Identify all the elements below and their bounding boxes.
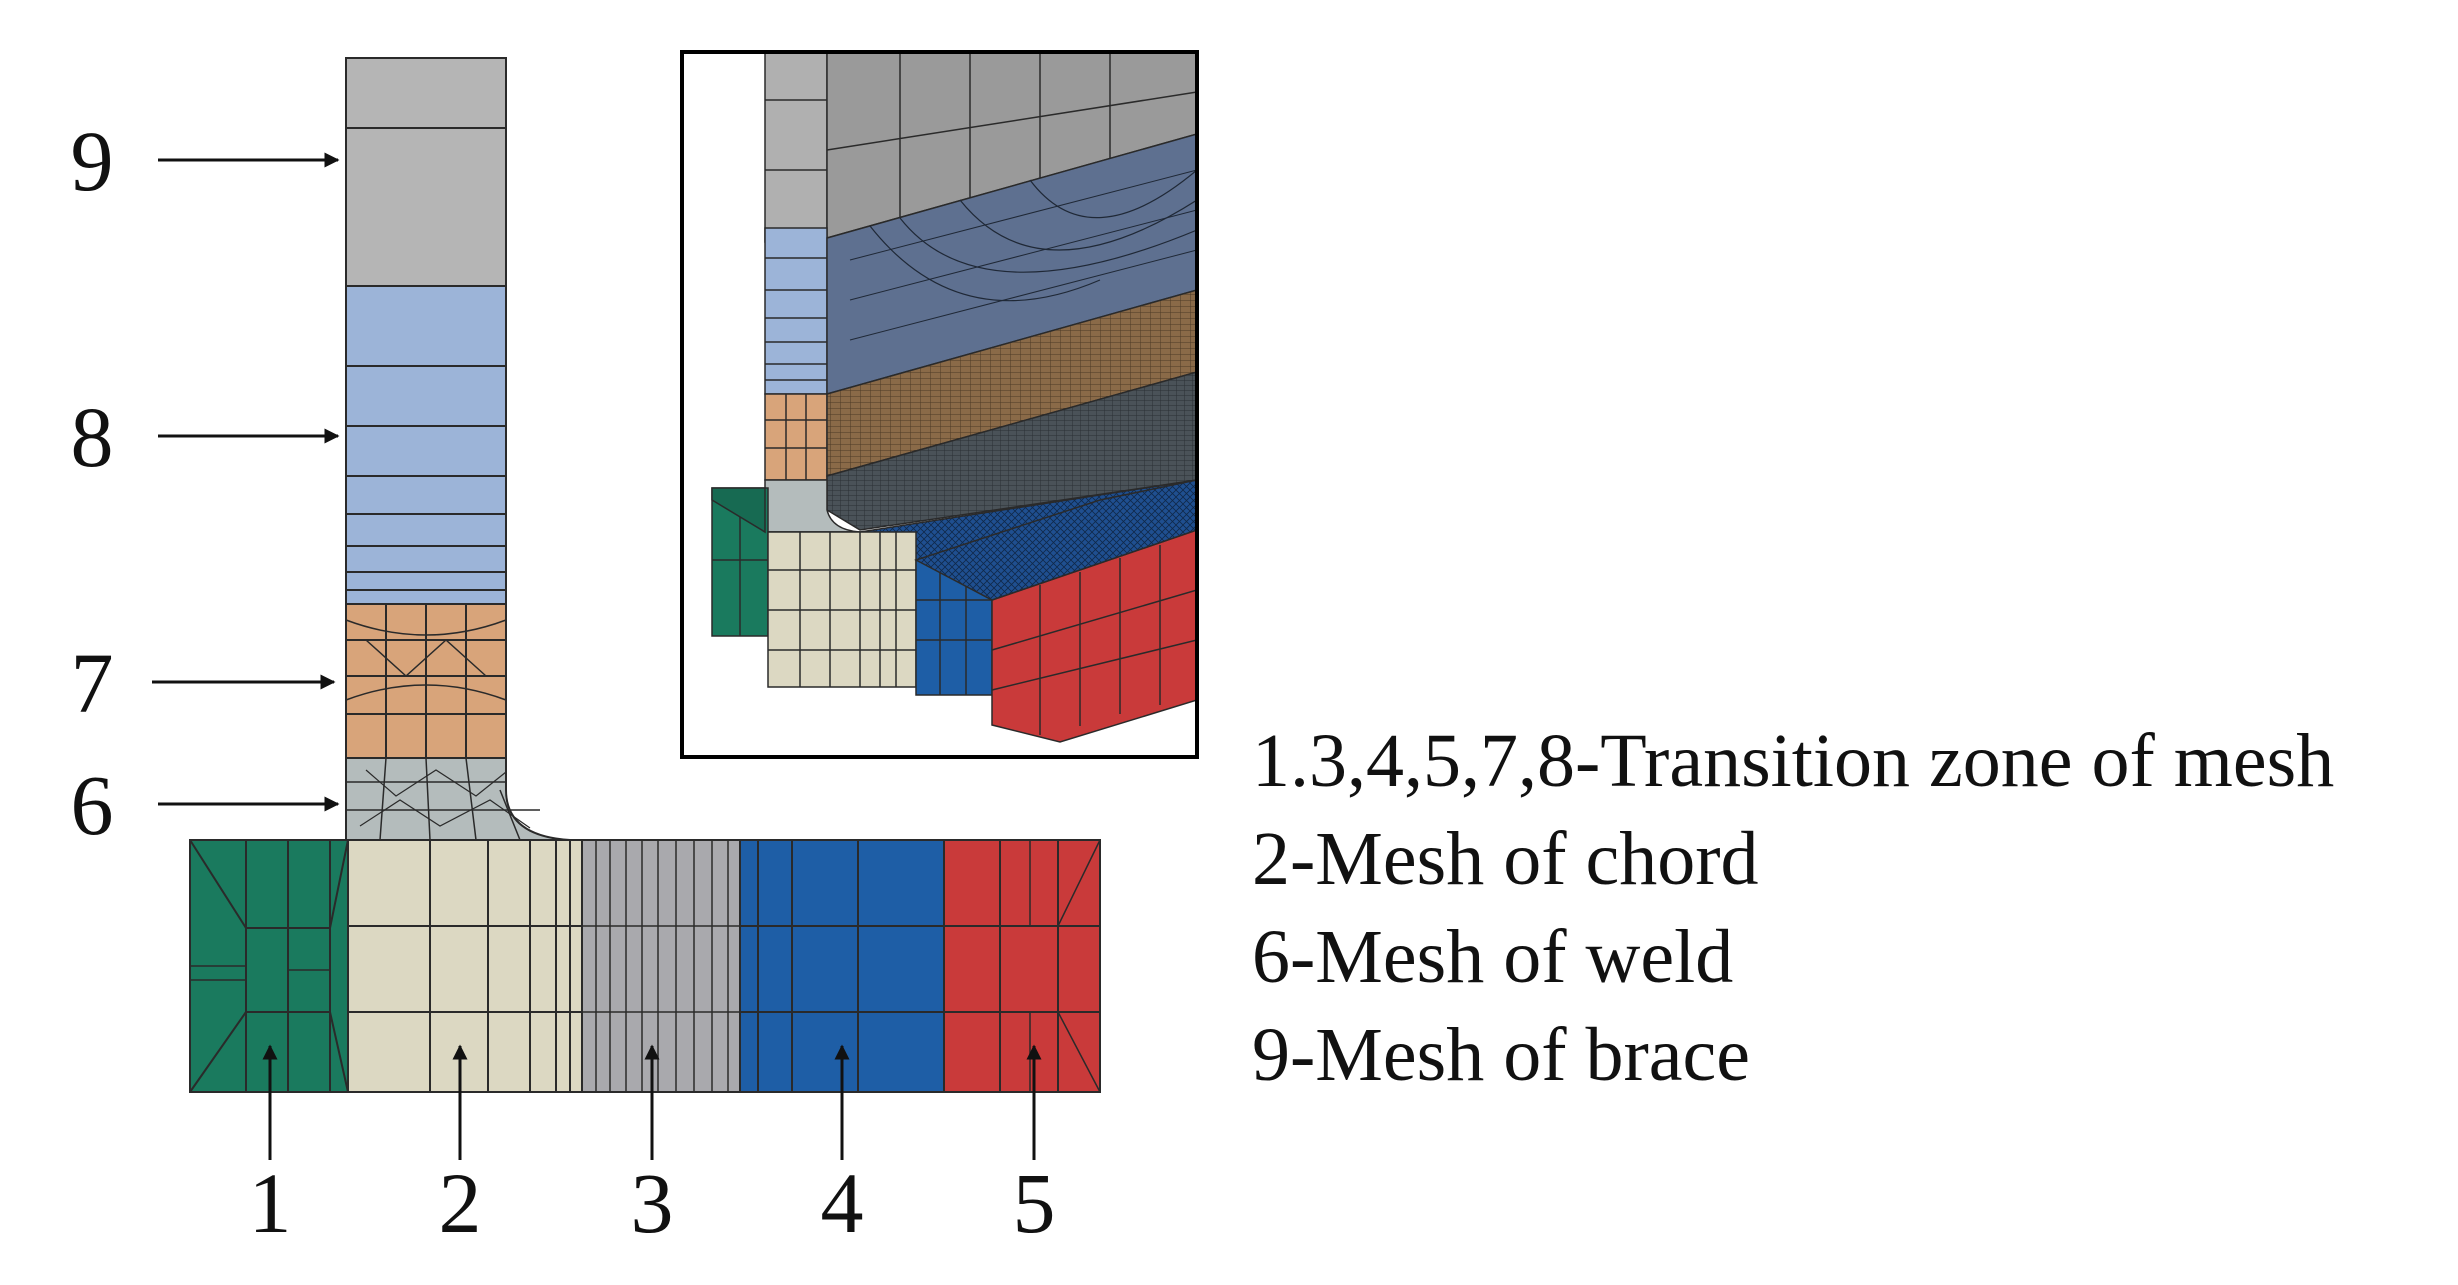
label-zone-8: 8 — [71, 389, 114, 485]
zone-9-brace-mesh — [345, 57, 507, 287]
legend-line-brace: 9-Mesh of brace — [1252, 1013, 1751, 1097]
zone-3-transition-mesh — [581, 839, 741, 1093]
legend-line-transition: 1.3,4,5,7,8-Transition zone of mesh — [1252, 719, 2335, 803]
zone-2-chord-mesh — [347, 839, 583, 1093]
zone-arrows — [152, 152, 1042, 1160]
label-zone-9: 9 — [71, 113, 114, 209]
mesh-legend: 1.3,4,5,7,8-Transition zone of mesh 2-Me… — [1252, 712, 2334, 1104]
label-zone-6: 6 — [71, 757, 114, 853]
zone-labels: 9 8 7 6 1 2 3 4 5 — [71, 113, 1056, 1251]
zone-6-weld-mesh — [345, 757, 571, 841]
zone-5-transition-mesh — [943, 839, 1101, 1093]
zone-7-transition-mesh — [345, 603, 507, 759]
legend-line-chord: 2-Mesh of chord — [1252, 817, 1759, 901]
label-zone-3: 3 — [631, 1155, 674, 1251]
label-zone-7: 7 — [71, 635, 114, 731]
label-zone-1: 1 — [249, 1155, 292, 1251]
inset-3d-mesh-view — [680, 50, 1199, 759]
label-zone-5: 5 — [1013, 1155, 1056, 1251]
label-zone-2: 2 — [439, 1155, 482, 1251]
label-zone-4: 4 — [821, 1155, 864, 1251]
mesh-section — [189, 57, 1101, 1093]
zone-8-transition-mesh — [345, 285, 507, 605]
legend-line-weld: 6-Mesh of weld — [1252, 915, 1734, 999]
